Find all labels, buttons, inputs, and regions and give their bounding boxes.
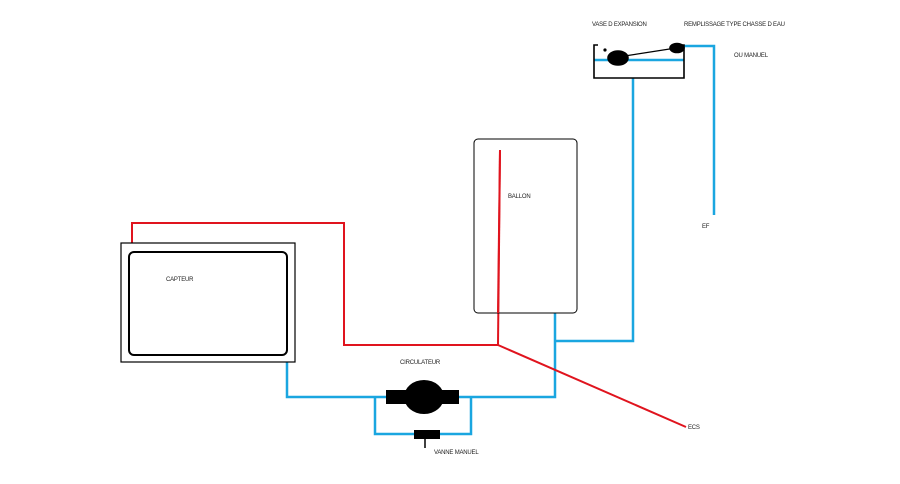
ballon-hot-pipe [497,149,501,314]
pipe-ecs [497,344,687,428]
label-vanne: VANNE MANUEL [434,450,479,456]
label-circulateur: CIRCULATEUR [400,360,441,366]
label-vase: VASE D EXPANSION [592,22,647,28]
ballon-tank [473,138,578,314]
hot-pipes [131,149,687,428]
cold-pipes [285,44,716,436]
label-ef: EF [702,224,710,230]
pipe-pump-to-ballon [459,313,557,399]
label-capteur: CAPTEUR [166,277,194,283]
capteur-panel [128,251,288,356]
vanne-manuelle-icon [414,430,440,448]
label-remplissage: REMPLISSAGE TYPE CHASSE D EAU [684,22,785,28]
pipe-ef-fill [684,44,716,215]
pipe-capteur-to-ballon [131,222,498,346]
vase-expansion-icon [593,42,685,79]
label-ecs: ECS [688,425,700,431]
label-ou-manuel: OU MANUEL [734,53,769,59]
pipe-ballon-to-vase [555,78,635,343]
circulateur-pump-icon [386,380,459,414]
pipe-capteur-to-pump [285,362,386,399]
capteur-frame [120,242,296,363]
label-ballon: BALLON [508,194,530,200]
